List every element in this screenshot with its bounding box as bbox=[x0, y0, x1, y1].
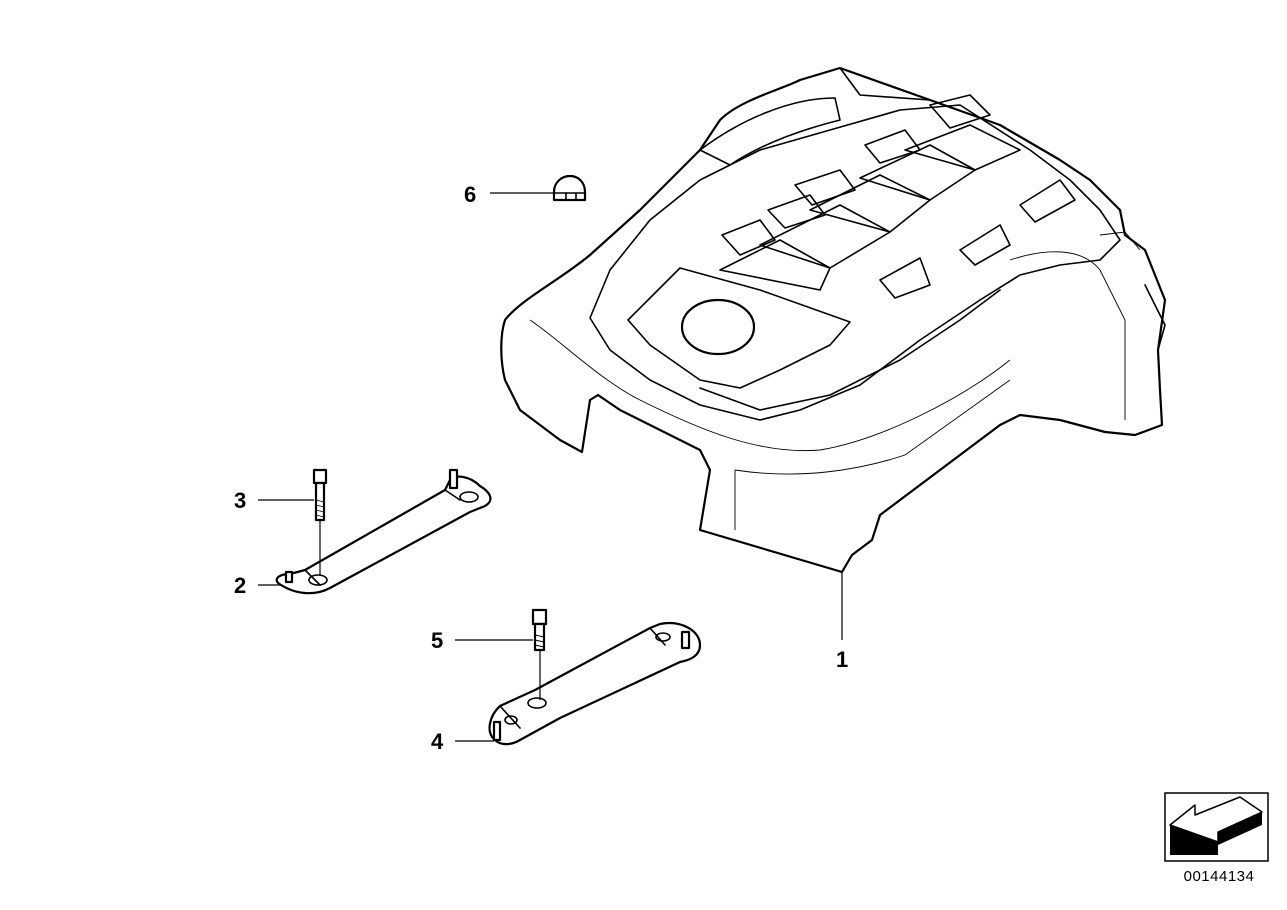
callout-6: 6 bbox=[464, 182, 476, 207]
bolt-icon bbox=[531, 608, 548, 652]
leader-lines bbox=[258, 192, 843, 742]
callout-5: 5 bbox=[431, 628, 443, 653]
bolt-icon bbox=[312, 468, 328, 522]
engine-cover-icon bbox=[500, 66, 1167, 574]
callout-3: 3 bbox=[234, 488, 246, 513]
callout-4: 4 bbox=[431, 729, 444, 754]
callout-1: 1 bbox=[836, 647, 848, 672]
bracket-icon bbox=[275, 468, 492, 595]
callout-2: 2 bbox=[234, 573, 246, 598]
direction-arrow-icon bbox=[1164, 792, 1269, 862]
bracket-icon bbox=[488, 622, 702, 746]
document-id: 00144134 bbox=[1183, 868, 1255, 885]
cap-nut-icon bbox=[552, 174, 587, 202]
